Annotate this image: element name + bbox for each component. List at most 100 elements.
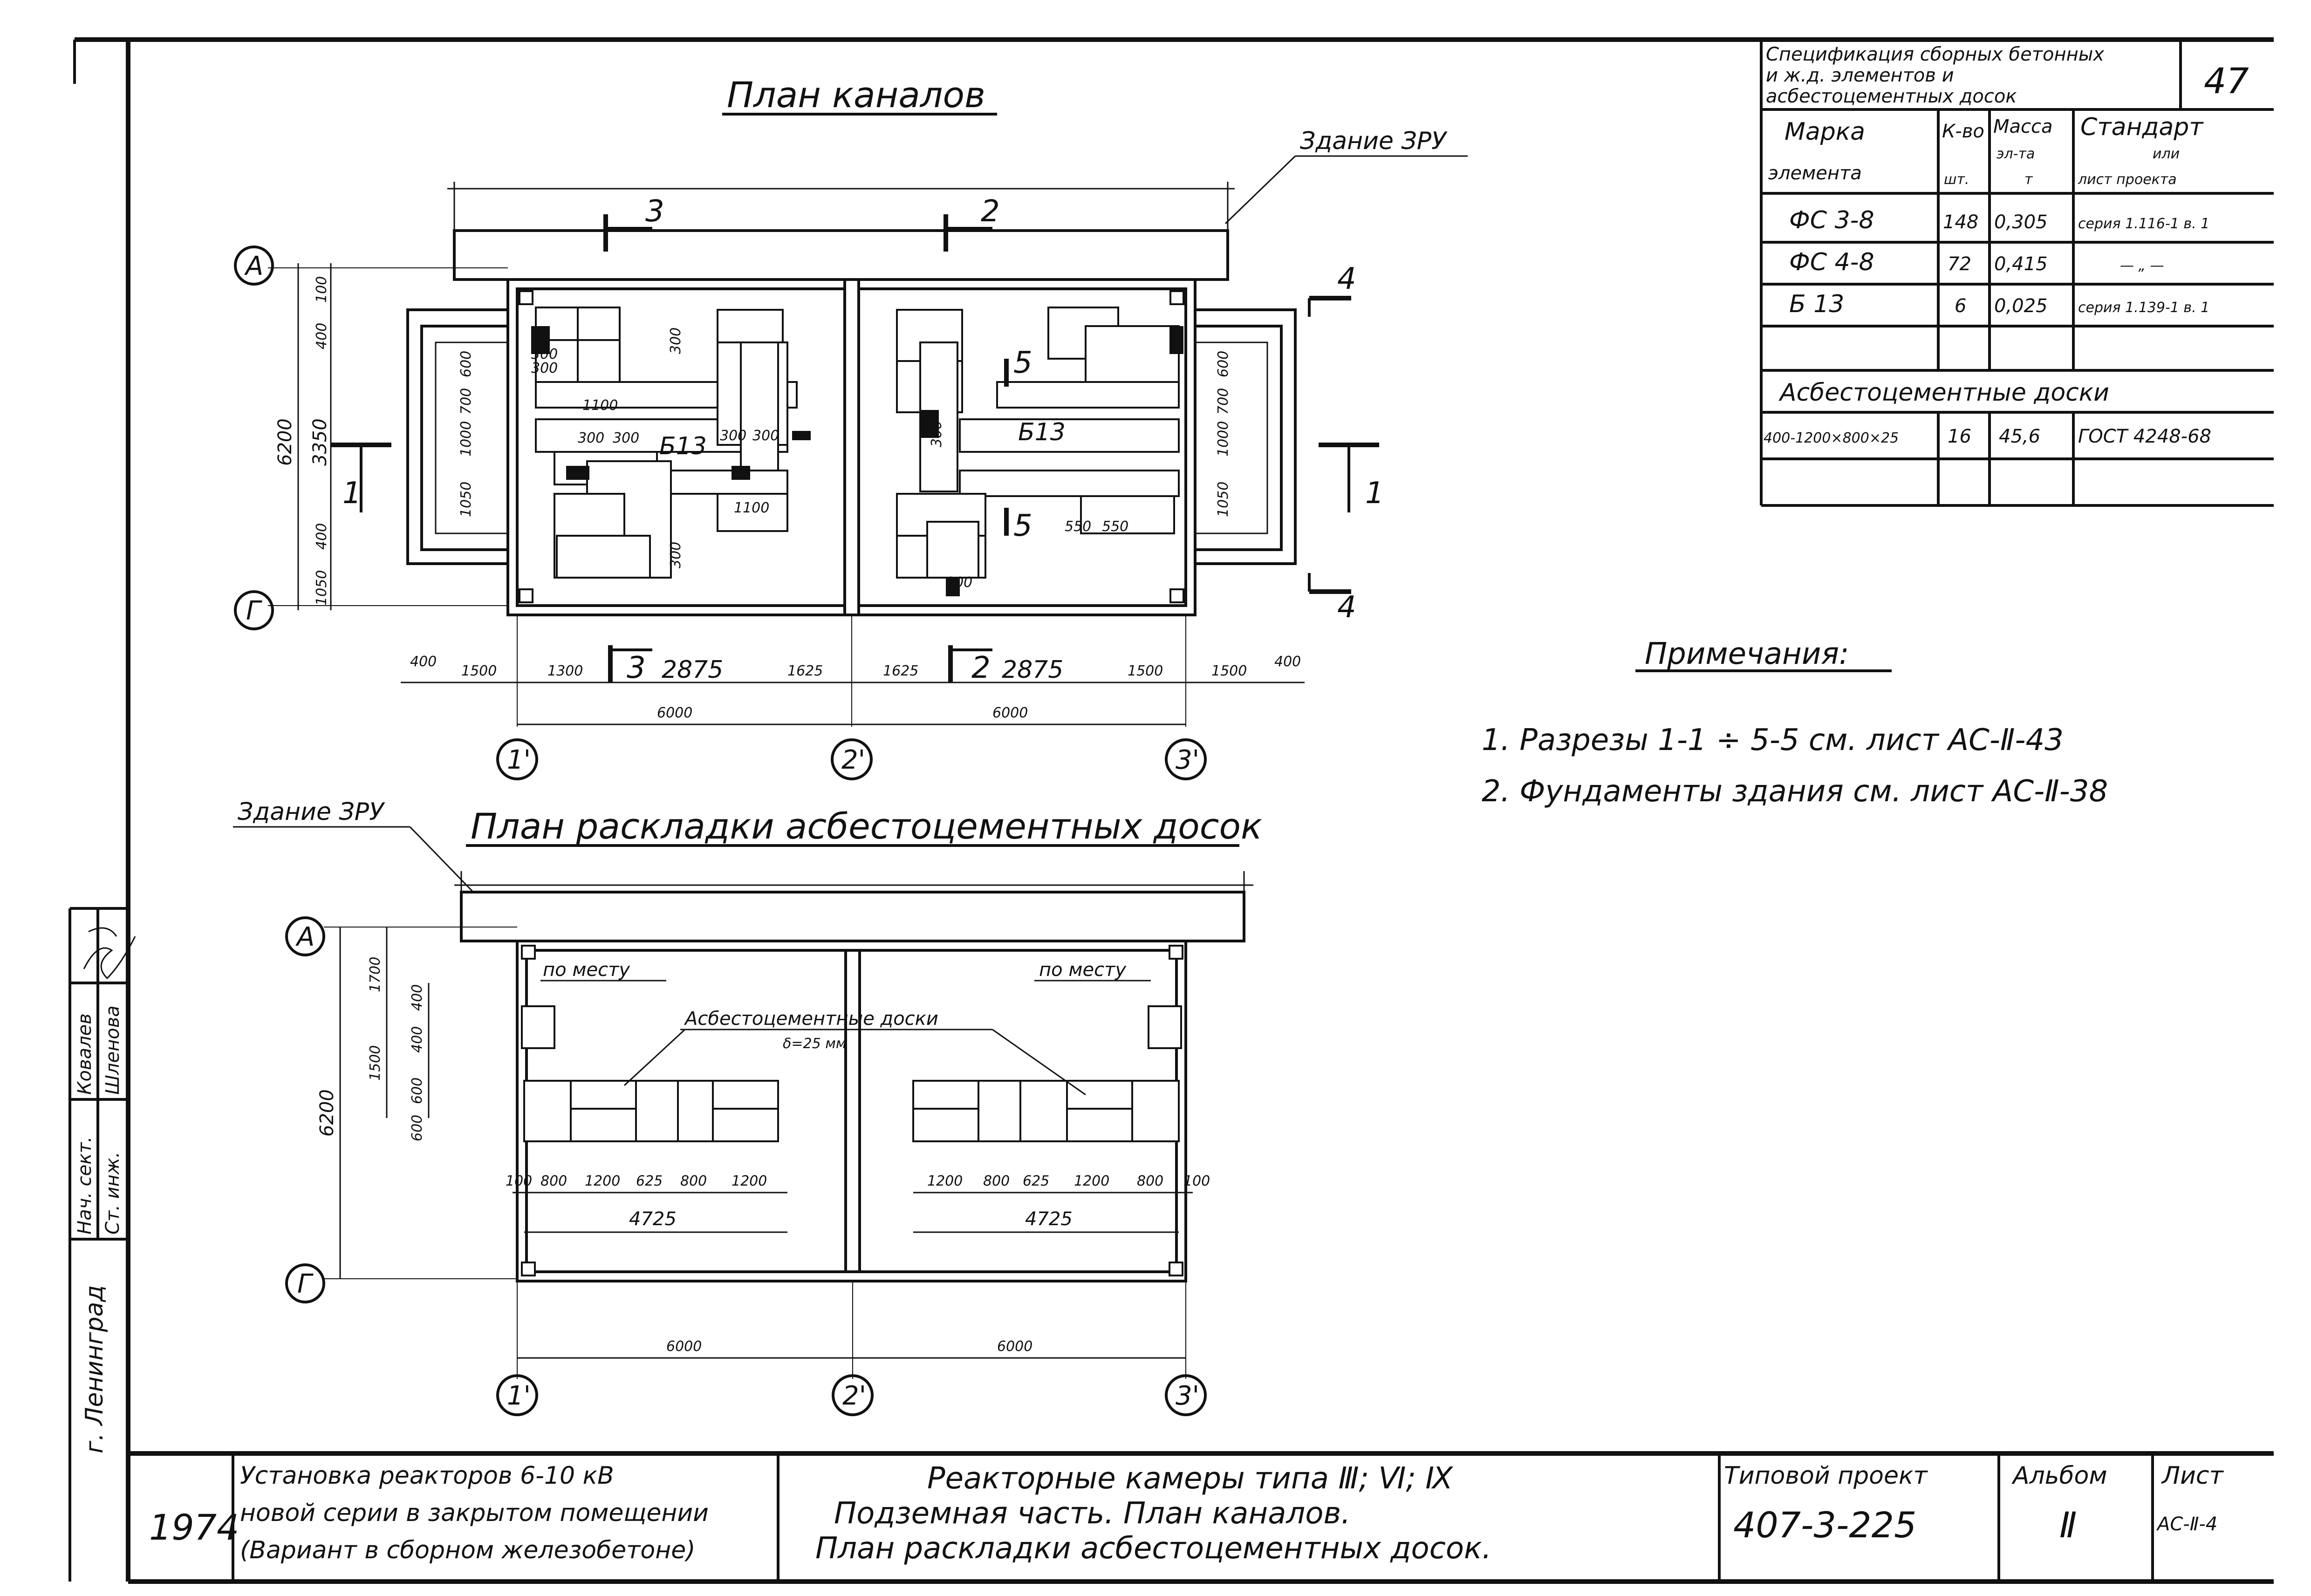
section-3-bottom: 3: [627, 651, 646, 685]
label-b13-right: Б13: [1018, 418, 1066, 446]
svg-text:148: 148: [1943, 211, 1978, 233]
dim-inner-r1050: 1050: [1215, 482, 1231, 517]
svg-text:0,025: 0,025: [1994, 295, 2048, 317]
dim-inner-300a: 300: [531, 346, 558, 362]
dim-inner-r700: 700: [1215, 388, 1231, 415]
svg-text:А: А: [244, 251, 263, 281]
spec-title-line2: и ж.д. элементов и: [1766, 65, 1954, 86]
dim-bottom-6000a: 6000: [657, 705, 692, 721]
dim-600b-b: 600: [409, 1115, 425, 1141]
label-b13-left: Б13: [659, 432, 707, 460]
section-1-left: 1: [342, 476, 362, 511]
dim-inner-300-300d: 300: [752, 428, 779, 444]
signature-mark: [83, 927, 136, 980]
svg-text:45,6: 45,6: [1999, 426, 2040, 447]
dim-bottom-1625a: 1625: [787, 663, 823, 679]
drawing-title-2: Подземная часть. План каналов.: [834, 1496, 1351, 1531]
hdr-mass-2: эл-та: [1996, 146, 2035, 162]
dim-400a-b: 400: [409, 984, 425, 1011]
dim-bottom-400r: 400: [1274, 654, 1301, 670]
dim-inner-300-300c: 300: [720, 428, 746, 444]
project-name-1: Установка реакторов 6-10 кВ: [240, 1462, 614, 1490]
spec-title-line3: асбестоцементных досок: [1766, 86, 2017, 107]
dim-inner-1000: 1000: [458, 421, 474, 457]
dim-100: 100: [314, 276, 330, 303]
dim-bottom-2875a: 2875: [662, 656, 723, 684]
section-1-right: 1: [1365, 476, 1384, 511]
section-5-top: 5: [1013, 346, 1032, 380]
dim-left-625: 625: [636, 1173, 663, 1189]
notes: Примечания: 1. Разрезы 1-1 ÷ 5-5 см. лис…: [1482, 637, 2108, 809]
spec-boards-section: Асбестоцементные доски: [1778, 379, 2109, 407]
left-strip: г. Ленинград Нач. сект. Ст. инж. Ковалев…: [74, 927, 136, 1453]
svg-text:72: 72: [1948, 253, 1971, 275]
plan-boards: Здание ЗРУ План раскладки асбестоцементн…: [233, 798, 1262, 1416]
sheet-frame: [68, 37, 2274, 1584]
dim-bottom-6000b: 6000: [992, 705, 1028, 721]
dim-right-100: 100: [1183, 1173, 1210, 1189]
dim-bottom-1625b: 1625: [883, 663, 918, 679]
hdr-mass-3: т: [2024, 171, 2033, 188]
dim-inner-300-300b: 300: [613, 430, 639, 446]
name-kovalev: Ковалев: [74, 1013, 96, 1095]
hdr-mass-1: Масса: [1993, 116, 2053, 137]
dim-inner-300b: 300: [531, 360, 558, 376]
axis-A-top: А: [234, 246, 274, 286]
type-project-value: 407-3-225: [1733, 1504, 1916, 1546]
dim-1700: 1700: [367, 957, 383, 992]
dim-inner-300-bottom: 300: [668, 542, 684, 568]
spec-row-fs38: ФС 3-8 148 0,305 серия 1.116-1 в. 1: [1789, 206, 2209, 234]
svg-text:1': 1': [507, 745, 531, 775]
svg-text:Г: Г: [297, 1269, 314, 1299]
span-right-4725: 4725: [1025, 1208, 1073, 1230]
axis-1-bottom: 1': [496, 1374, 538, 1416]
section-5-bottom: 5: [1013, 509, 1032, 543]
axis-1-top: 1': [496, 738, 538, 780]
dim-bottom-1500c: 1500: [1211, 663, 1247, 679]
title-block: 1974 Установка реакторов 6-10 кВ новой с…: [149, 1453, 2224, 1582]
svg-text:16: 16: [1948, 426, 1971, 447]
sheet-number: 47: [2204, 60, 2249, 102]
svg-text:0,305: 0,305: [1994, 211, 2048, 233]
dim-bottom-2875b: 2875: [1002, 656, 1063, 684]
note-1: 1. Разрезы 1-1 ÷ 5-5 см. лист АС-Ⅱ-43: [1482, 723, 2064, 757]
svg-text:серия 1.116-1 в. 1: серия 1.116-1 в. 1: [2078, 216, 2209, 232]
plan-boards-title: План раскладки асбестоцементных досок: [471, 805, 1262, 847]
in-place-left: по месту: [543, 959, 630, 981]
section-4-top: 4: [1337, 262, 1356, 296]
svg-text:серия 1.139-1 в. 1: серия 1.139-1 в. 1: [2078, 300, 2209, 316]
dim-right-1200b: 1200: [1074, 1173, 1109, 1189]
dim-inner-550a: 550: [1065, 518, 1091, 535]
section-2-top: 2: [981, 194, 1000, 229]
hdr-std-1: Стандарт: [2080, 113, 2204, 141]
svg-text:ФС 4-8: ФС 4-8: [1789, 248, 1874, 276]
dim-inner-300c: 300: [668, 327, 684, 354]
dim-left-1200: 1200: [585, 1173, 620, 1189]
hdr-qty-1: К-во: [1942, 121, 1984, 142]
dim-inner-700: 700: [458, 388, 474, 415]
boards-label: Асбестоцементные доски: [684, 1008, 938, 1030]
svg-text:3': 3': [1176, 1381, 1199, 1411]
dim-6200-top: 6200: [274, 418, 296, 466]
svg-text:ФС 3-8: ФС 3-8: [1789, 206, 1874, 234]
dim-inner-1100b: 1100: [734, 500, 769, 516]
section-3-top: 3: [645, 194, 664, 229]
section-2-bottom: 2: [971, 651, 991, 685]
dim-right-1200: 1200: [927, 1173, 963, 1189]
dim-bottom-1300: 1300: [547, 663, 583, 679]
boards-thickness: δ=25 мм: [783, 1036, 846, 1052]
dim-400b-b: 400: [409, 1026, 425, 1053]
svg-text:3': 3': [1176, 745, 1199, 775]
dim-inner-600: 600: [458, 351, 474, 377]
album-label: Альбом: [2011, 1462, 2107, 1490]
dim-6000a-bottom: 6000: [666, 1338, 702, 1355]
right-cell-blocks: [896, 307, 1183, 596]
axis-3-bottom: 3': [1165, 1374, 1207, 1416]
svg-text:400-1200×800×25: 400-1200×800×25: [1764, 430, 1899, 446]
dim-1050-left: 1050: [314, 570, 330, 606]
dim-right-625: 625: [1023, 1173, 1049, 1189]
hdr-std-3: лист проекта: [2078, 171, 2177, 188]
svg-text:0,415: 0,415: [1994, 253, 2048, 275]
spec-title-line1: Спецификация сборных бетонных: [1766, 44, 2104, 65]
svg-text:Г: Г: [246, 596, 262, 626]
